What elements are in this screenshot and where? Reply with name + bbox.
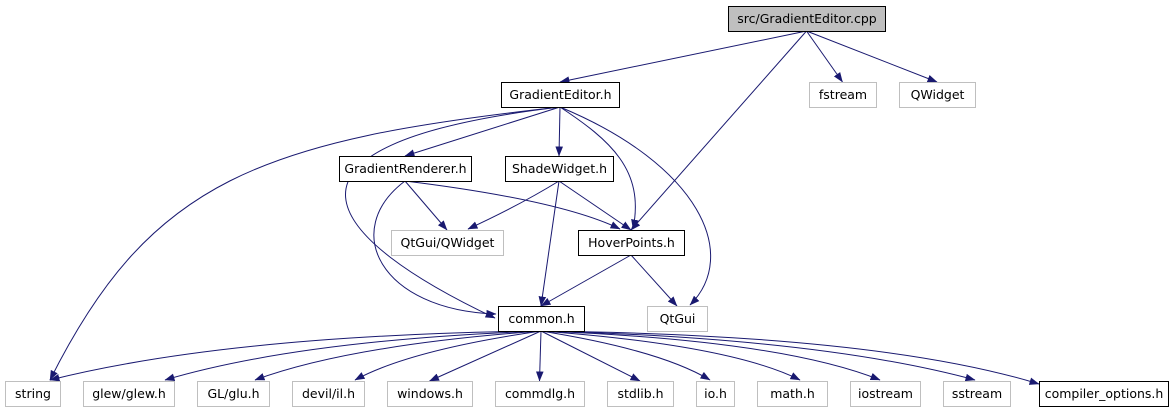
node-glu[interactable]: GL/glu.h (197, 381, 270, 407)
node-label: QWidget (911, 87, 965, 102)
node-label: HoverPoints.h (588, 235, 675, 250)
node-label: GradientRenderer.h (344, 161, 466, 176)
node-box (501, 82, 620, 108)
node-box (339, 156, 472, 182)
node-root[interactable]: src/GradientEditor.cpp (728, 6, 886, 32)
node-compiler-options[interactable]: compiler_options.h (1039, 381, 1169, 407)
edge-gr-h-to-qtgui-qwidget (404, 180, 448, 231)
edge-hp-h-to-common-h (540, 254, 632, 307)
edge-common-h-to-io (540, 330, 711, 381)
edge-ge-h-to-hp-h (559, 106, 639, 230)
node-box (197, 381, 270, 407)
edge-gr-h-to-hp-h (404, 180, 621, 230)
edge-root-to-fstream (806, 30, 843, 83)
node-windows[interactable]: windows.h (387, 381, 473, 407)
node-box (943, 381, 1011, 407)
node-gr-h[interactable]: GradientRenderer.h (339, 156, 472, 182)
edge-root-to-hp-h (630, 30, 807, 231)
node-label: math.h (770, 386, 815, 401)
edge-common-h-to-windows (429, 330, 542, 382)
node-string[interactable]: string (5, 381, 61, 407)
node-box (578, 230, 685, 256)
node-sw-h[interactable]: ShadeWidget.h (505, 156, 614, 182)
node-commdlg[interactable]: commdlg.h (495, 381, 585, 407)
node-label: QtGui/QWidget (401, 235, 495, 250)
edge-sw-h-to-common-h (538, 180, 560, 307)
node-label: compiler_options.h (1045, 386, 1164, 401)
edge-ge-h-to-common-h (345, 106, 561, 319)
node-box (899, 82, 976, 108)
edge-ge-h-to-string (49, 106, 561, 381)
node-label: sstream (952, 386, 1002, 401)
node-qtgui[interactable]: QtGui (647, 306, 708, 332)
edge-ge-h-to-gr-h (404, 106, 561, 157)
edge-root-to-ge-h (559, 30, 807, 84)
node-label: stdlib.h (617, 386, 663, 401)
node-iostream[interactable]: iostream (850, 381, 921, 407)
node-common-h[interactable]: common.h (498, 306, 585, 332)
edge-common-h-to-glu (254, 330, 542, 381)
node-box (505, 156, 614, 182)
node-box (850, 381, 921, 407)
edge-common-h-to-string (49, 330, 542, 382)
node-box (498, 306, 585, 332)
edge-common-h-to-math (540, 330, 801, 381)
node-fstream[interactable]: fstream (809, 82, 877, 108)
node-label: io.h (704, 386, 727, 401)
node-label: QtGui (660, 311, 696, 326)
node-label: GradientEditor.h (509, 87, 611, 102)
edge-common-h-to-iostream (540, 330, 881, 381)
node-label: windows.h (397, 386, 463, 401)
node-ge-h[interactable]: GradientEditor.h (501, 82, 620, 108)
node-box (387, 381, 473, 407)
edges-layer (49, 30, 1040, 385)
node-label: common.h (508, 311, 574, 326)
edge-sw-h-to-hp-h (558, 180, 632, 231)
node-label: devil/il.h (302, 386, 355, 401)
node-label: fstream (819, 87, 867, 102)
node-glew[interactable]: glew/glew.h (83, 381, 175, 407)
node-label: ShadeWidget.h (512, 161, 607, 176)
node-label: glew/glew.h (92, 386, 166, 401)
node-devil[interactable]: devil/il.h (292, 381, 365, 407)
node-hp-h[interactable]: HoverPoints.h (578, 230, 685, 256)
edge-common-h-to-sstream (540, 330, 976, 382)
node-box (809, 82, 877, 108)
edge-hp-h-to-qtgui (630, 254, 678, 307)
edge-common-h-to-stdlib (540, 330, 641, 382)
edge-common-h-to-glew (164, 330, 542, 381)
node-label: src/GradientEditor.cpp (737, 11, 876, 26)
node-box (5, 381, 61, 407)
node-sstream[interactable]: sstream (943, 381, 1011, 407)
node-box (647, 306, 708, 332)
node-box (292, 381, 365, 407)
node-label: iostream (858, 386, 913, 401)
edge-common-h-to-compiler-options (540, 330, 1040, 385)
node-box (696, 381, 735, 407)
node-qtgui-qwidget[interactable]: QtGui/QWidget (391, 230, 504, 256)
node-box (495, 381, 585, 407)
edge-sw-h-to-qtgui-qwidget (467, 180, 560, 230)
node-label: string (15, 386, 51, 401)
node-box (83, 381, 175, 407)
node-box (757, 381, 828, 407)
edge-ge-h-to-qtgui (559, 106, 712, 306)
node-box (391, 230, 504, 256)
edge-common-h-to-commdlg (535, 330, 544, 382)
node-qwidget[interactable]: QWidget (899, 82, 976, 108)
node-label: GL/glu.h (207, 386, 259, 401)
node-box (1039, 381, 1169, 407)
edge-ge-h-to-sw-h (555, 106, 563, 157)
node-box (728, 6, 886, 32)
node-box (607, 381, 674, 407)
edge-gr-h-to-common-h (373, 180, 497, 318)
node-math[interactable]: math.h (757, 381, 828, 407)
edge-common-h-to-devil (354, 330, 542, 381)
node-stdlib[interactable]: stdlib.h (607, 381, 674, 407)
node-io[interactable]: io.h (696, 381, 735, 407)
node-label: commdlg.h (505, 386, 575, 401)
edge-root-to-qwidget (806, 30, 938, 83)
